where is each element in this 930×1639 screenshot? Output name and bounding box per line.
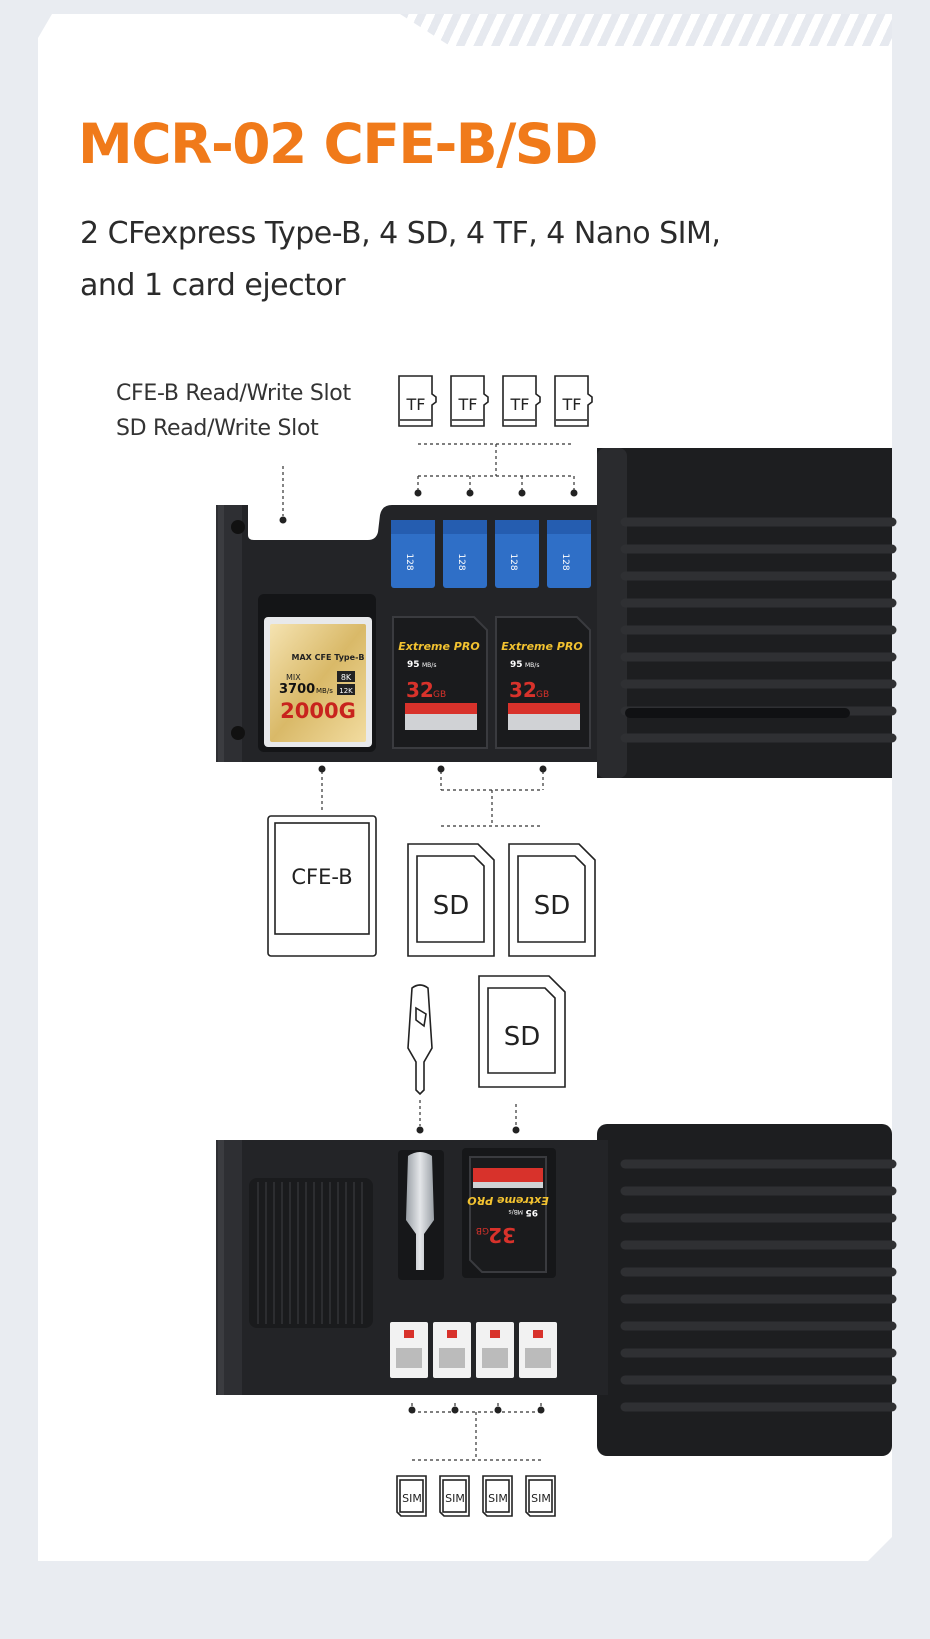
sd-speed: 95	[510, 660, 523, 670]
sd-speed-unit: MB/s	[525, 662, 539, 669]
sim-label: SIM	[488, 1492, 508, 1505]
sd-capacity-unit: GB	[476, 1225, 489, 1235]
cfexpress-badge-bottom: 12K	[339, 687, 353, 695]
sd-capacity-unit: GB	[536, 690, 549, 700]
tf-card-icon-group: TF TF TF TF	[398, 375, 593, 427]
tf-connector-lines	[417, 443, 575, 492]
cfe-slot-label: CFE-B Read/Write Slot	[116, 381, 351, 406]
sd-label: SD	[534, 891, 571, 921]
sd-label: SD	[504, 1022, 541, 1052]
microsd-capacity: 128	[456, 553, 466, 570]
sd-card-icon: SD	[508, 843, 596, 957]
page-subtitle: 2 CFexpress Type-B, 4 SD, 4 TF, 4 Nano S…	[80, 208, 780, 312]
microsd-card: 128	[443, 520, 487, 588]
microsd-capacity: 128	[560, 553, 570, 570]
ejector-connector-lines	[419, 1100, 517, 1126]
tf-label: TF	[458, 395, 478, 414]
sim-card-icon: SIM	[439, 1475, 470, 1517]
sd-card: Extreme PRO 95 MB/s 32 GB	[495, 616, 591, 749]
cfexpress-capacity: 2000G	[280, 699, 356, 723]
cfe-b-card-icon: CFE-B	[267, 815, 377, 957]
sd-slot-label: SD Read/Write Slot	[116, 416, 319, 441]
subtitle-line-1: 2 CFexpress Type-B, 4 SD, 4 TF, 4 Nano S…	[80, 216, 721, 251]
decorative-hatch	[400, 14, 892, 46]
microsd-card: 128	[547, 520, 591, 588]
slot-label-dot	[279, 516, 287, 524]
sd-speed: 95	[525, 1207, 538, 1217]
card-ejector-icon	[407, 984, 433, 1096]
tf-label: TF	[406, 395, 426, 414]
grip-pad	[249, 1178, 373, 1328]
sd-speed-unit: MB/s	[422, 662, 436, 669]
sd-card: Extreme PRO 95 MB/s 32 GB	[392, 616, 488, 749]
sd-capacity: 32	[509, 678, 537, 702]
cap-ribs	[620, 517, 897, 743]
cfe-b-label: CFE-B	[291, 865, 352, 889]
microsd-card-row: 128 128 128 128	[391, 520, 591, 588]
microsd-capacity: 128	[508, 553, 518, 570]
card-connector-lines	[321, 771, 544, 827]
subtitle-line-2: and 1 card ejector	[80, 268, 346, 303]
tf-card-icon: TF	[450, 375, 489, 427]
sd-card-icon: SD	[407, 843, 495, 957]
card-reader-device-bottom: Extreme PRO 95 MB/s 32 GB	[216, 1124, 897, 1456]
microsd-card: 128	[391, 520, 435, 588]
sd-speed: 95	[407, 660, 420, 670]
sim-connector-lines	[411, 1400, 542, 1461]
microsd-capacity: 128	[404, 553, 414, 570]
sim-card-icon: SIM	[525, 1475, 556, 1517]
cfexpress-mark: MIX	[286, 673, 301, 682]
cfexpress-card: MAX CFE Type-B MIX 3700 MB/s 8K 12K 2000…	[264, 617, 372, 747]
microsd-card: 128	[495, 520, 539, 588]
sd-capacity: 32	[488, 1223, 516, 1247]
tf-card-icon: TF	[554, 375, 593, 427]
sim-card-icon: SIM	[482, 1475, 513, 1517]
sd-label: SD	[433, 891, 470, 921]
sim-connector-dots	[408, 1406, 545, 1414]
tf-label: TF	[562, 395, 582, 414]
device-cap	[597, 448, 892, 778]
sd-brand: Extreme PRO	[398, 640, 479, 653]
page-title: MCR-02 CFE-B/SD	[78, 112, 599, 176]
cfexpress-speed-unit: MB/s	[316, 687, 333, 695]
sd-speed-unit: MB/s	[509, 1208, 523, 1215]
device-cap	[597, 1124, 892, 1456]
sim-card-row	[390, 1322, 557, 1378]
tf-label: TF	[510, 395, 530, 414]
tf-card-icon: TF	[398, 375, 437, 427]
sim-label: SIM	[445, 1492, 465, 1505]
cfexpress-badge-top: 8K	[341, 673, 352, 682]
sd-capacity-unit: GB	[433, 690, 446, 700]
sd-brand: Extreme PRO	[501, 640, 582, 653]
sd-capacity: 32	[406, 678, 434, 702]
sim-card-icon: SIM	[396, 1475, 427, 1517]
sd-brand: Extreme PRO	[467, 1194, 548, 1207]
sim-card-icon-group: SIM SIM SIM SIM	[396, 1475, 556, 1517]
card-reader-device-top: 128 128 128 128 MAX CFE Type-B	[216, 448, 897, 778]
tf-connector-dots	[414, 489, 578, 497]
sim-label: SIM	[531, 1492, 551, 1505]
cfexpress-brand: MAX CFE Type-B	[292, 653, 365, 662]
sim-label: SIM	[402, 1492, 422, 1505]
cfexpress-speed: 3700	[279, 682, 315, 697]
sd-card-icon: SD	[478, 975, 566, 1088]
tf-card-icon: TF	[502, 375, 541, 427]
card-connector-dots	[318, 765, 547, 773]
cap-ribs	[620, 1159, 897, 1412]
sd-card-inverted: Extreme PRO 95 MB/s 32 GB	[467, 1156, 549, 1273]
grip-pad-lines	[257, 1182, 363, 1324]
ejector-tool	[406, 1152, 434, 1270]
